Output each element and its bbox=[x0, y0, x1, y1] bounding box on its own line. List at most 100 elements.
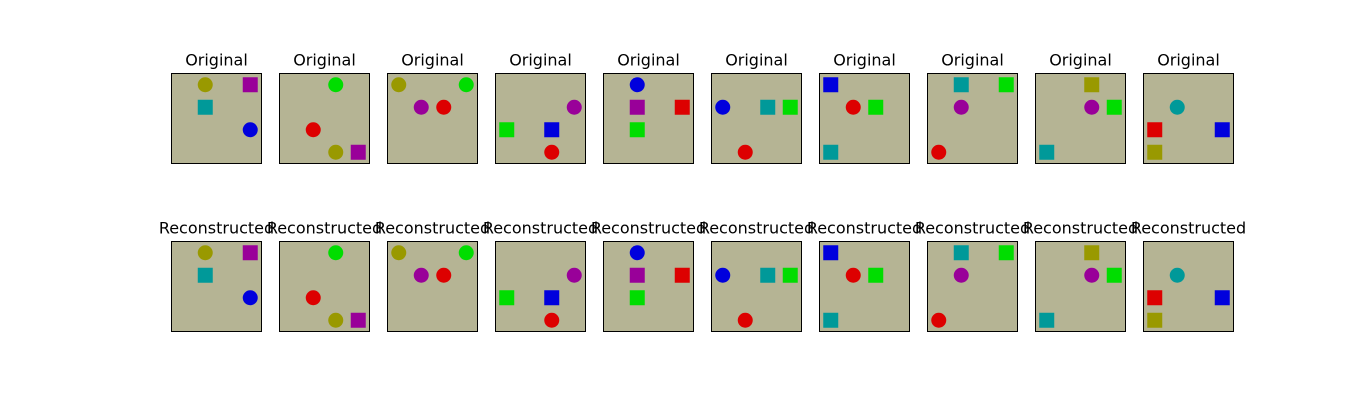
original-panel-4: Original bbox=[495, 51, 586, 164]
purple-circle-icon bbox=[413, 99, 429, 115]
teal-square-icon bbox=[760, 99, 776, 115]
red-circle-icon bbox=[737, 312, 753, 328]
original-panel-5: Original bbox=[603, 51, 694, 164]
green-square-icon bbox=[499, 290, 515, 306]
purple-circle-icon bbox=[413, 267, 429, 283]
red-circle-icon bbox=[845, 267, 861, 283]
green-square-icon bbox=[868, 267, 884, 283]
blue-circle-icon bbox=[242, 122, 258, 138]
olive-circle-icon bbox=[197, 245, 213, 261]
original-panel-9: Original bbox=[1035, 51, 1126, 164]
green-square-icon bbox=[629, 290, 645, 306]
red-circle-icon bbox=[305, 290, 321, 306]
green-square-icon bbox=[782, 267, 798, 283]
olive-square-icon bbox=[1147, 312, 1163, 328]
panel-title: Reconstructed bbox=[1023, 219, 1138, 238]
blue-circle-icon bbox=[629, 77, 645, 93]
purple-circle-icon bbox=[566, 267, 582, 283]
red-square-icon bbox=[1147, 122, 1163, 138]
red-square-icon bbox=[674, 267, 690, 283]
green-square-icon bbox=[998, 77, 1014, 93]
blue-circle-icon bbox=[715, 267, 731, 283]
red-circle-icon bbox=[436, 267, 452, 283]
blue-circle-icon bbox=[242, 290, 258, 306]
blue-circle-icon bbox=[629, 245, 645, 261]
red-circle-icon bbox=[737, 144, 753, 160]
reconstructed-panel-6: Reconstructed bbox=[699, 219, 814, 332]
original-panel-2: Original bbox=[279, 51, 370, 164]
panel-title: Reconstructed bbox=[159, 219, 274, 238]
purple-square-icon bbox=[242, 77, 258, 93]
red-square-icon bbox=[674, 99, 690, 115]
olive-square-icon bbox=[1084, 77, 1100, 93]
teal-square-icon bbox=[1039, 312, 1055, 328]
teal-circle-icon bbox=[1169, 99, 1185, 115]
purple-circle-icon bbox=[953, 267, 969, 283]
teal-square-icon bbox=[823, 144, 839, 160]
blue-square-icon bbox=[544, 122, 560, 138]
green-square-icon bbox=[629, 122, 645, 138]
teal-square-icon bbox=[197, 267, 213, 283]
panel-title: Reconstructed bbox=[915, 219, 1030, 238]
panel-title: Original bbox=[1157, 51, 1220, 70]
reconstructed-panel-5: Reconstructed bbox=[591, 219, 706, 332]
panel-title: Original bbox=[401, 51, 464, 70]
green-circle-icon bbox=[328, 77, 344, 93]
purple-circle-icon bbox=[953, 99, 969, 115]
panel-title: Reconstructed bbox=[483, 219, 598, 238]
purple-square-icon bbox=[350, 144, 366, 160]
reconstructed-panel-3: Reconstructed bbox=[375, 219, 490, 332]
green-circle-icon bbox=[458, 77, 474, 93]
red-circle-icon bbox=[544, 312, 560, 328]
green-square-icon bbox=[782, 99, 798, 115]
purple-circle-icon bbox=[1084, 99, 1100, 115]
purple-square-icon bbox=[629, 267, 645, 283]
panel-title: Reconstructed bbox=[1131, 219, 1246, 238]
reconstructed-panel-7: Reconstructed bbox=[807, 219, 922, 332]
olive-circle-icon bbox=[391, 245, 407, 261]
red-circle-icon bbox=[436, 99, 452, 115]
blue-square-icon bbox=[823, 245, 839, 261]
panel-frame bbox=[603, 73, 694, 164]
panel-title: Original bbox=[941, 51, 1004, 70]
red-square-icon bbox=[1147, 290, 1163, 306]
green-square-icon bbox=[1106, 99, 1122, 115]
panel-title: Original bbox=[833, 51, 896, 70]
purple-circle-icon bbox=[566, 99, 582, 115]
panel-frame bbox=[495, 241, 586, 332]
green-circle-icon bbox=[328, 245, 344, 261]
panel-title: Reconstructed bbox=[375, 219, 490, 238]
panel-title: Original bbox=[1049, 51, 1112, 70]
purple-circle-icon bbox=[1084, 267, 1100, 283]
purple-square-icon bbox=[629, 99, 645, 115]
reconstructed-panel-1: Reconstructed bbox=[159, 219, 274, 332]
panel-frame bbox=[495, 73, 586, 164]
green-square-icon bbox=[998, 245, 1014, 261]
panel-title: Reconstructed bbox=[699, 219, 814, 238]
olive-square-icon bbox=[1147, 144, 1163, 160]
panel-title: Original bbox=[509, 51, 572, 70]
panel-title: Original bbox=[293, 51, 356, 70]
teal-square-icon bbox=[760, 267, 776, 283]
panel-frame bbox=[711, 241, 802, 332]
red-circle-icon bbox=[931, 312, 947, 328]
panel-frame bbox=[603, 241, 694, 332]
reconstructed-panel-4: Reconstructed bbox=[483, 219, 598, 332]
original-panel-7: Original bbox=[819, 51, 910, 164]
green-square-icon bbox=[1106, 267, 1122, 283]
reconstructed-panel-8: Reconstructed bbox=[915, 219, 1030, 332]
reconstructed-panel-2: Reconstructed bbox=[267, 219, 382, 332]
olive-circle-icon bbox=[391, 77, 407, 93]
original-panel-3: Original bbox=[387, 51, 478, 164]
teal-square-icon bbox=[953, 245, 969, 261]
green-circle-icon bbox=[458, 245, 474, 261]
blue-circle-icon bbox=[715, 99, 731, 115]
olive-square-icon bbox=[1084, 245, 1100, 261]
red-circle-icon bbox=[544, 144, 560, 160]
reconstructed-panel-10: Reconstructed bbox=[1131, 219, 1246, 332]
olive-circle-icon bbox=[328, 144, 344, 160]
olive-circle-icon bbox=[328, 312, 344, 328]
green-square-icon bbox=[499, 122, 515, 138]
